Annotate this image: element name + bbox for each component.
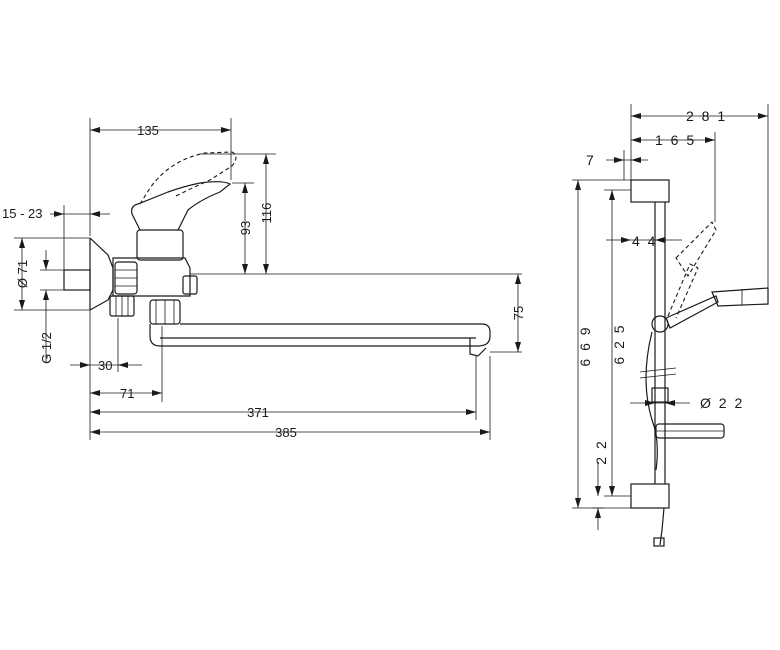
hand-shower-alt bbox=[667, 263, 699, 319]
dim-135: 135 bbox=[137, 123, 159, 138]
mixer-body bbox=[136, 229, 184, 261]
faucet-drawing: 135 116 93 15 - 23 Ø 71 G 1/2 bbox=[2, 118, 526, 440]
hand-shower bbox=[665, 295, 719, 329]
bottom-wall-bracket bbox=[630, 483, 670, 509]
dim-71: 71 bbox=[120, 386, 134, 401]
top-wall-bracket bbox=[630, 179, 670, 203]
shower-set-drawing: 2 8 1 1 6 5 7 4 4 6 6 9 6 2 5 bbox=[572, 104, 769, 547]
dim-30: 30 bbox=[98, 358, 112, 373]
dim-165: 1 6 5 bbox=[655, 132, 696, 148]
dim-75: 75 bbox=[511, 306, 526, 320]
spout bbox=[149, 323, 491, 347]
dim-116: 116 bbox=[259, 203, 274, 224]
dim-669: 6 6 9 bbox=[577, 325, 593, 366]
dim-7: 7 bbox=[586, 152, 596, 168]
dim-281: 2 8 1 bbox=[686, 108, 727, 124]
inlet-thread bbox=[63, 269, 91, 291]
dim-385: 385 bbox=[275, 425, 297, 440]
dim-625: 6 2 5 bbox=[611, 323, 627, 364]
dim-g12: G 1/2 bbox=[39, 332, 54, 364]
dim-44: 4 4 bbox=[632, 233, 657, 249]
dim-dia71: Ø 71 bbox=[15, 260, 30, 288]
dim-371: 371 bbox=[247, 405, 269, 420]
dim-dia22: Ø 2 2 bbox=[700, 395, 744, 411]
dim-93: 93 bbox=[238, 221, 253, 235]
lever-handle bbox=[131, 181, 232, 231]
dim-22: 2 2 bbox=[593, 439, 609, 464]
lever-handle-alt bbox=[139, 151, 237, 205]
dim-15-23: 15 - 23 bbox=[2, 206, 42, 221]
